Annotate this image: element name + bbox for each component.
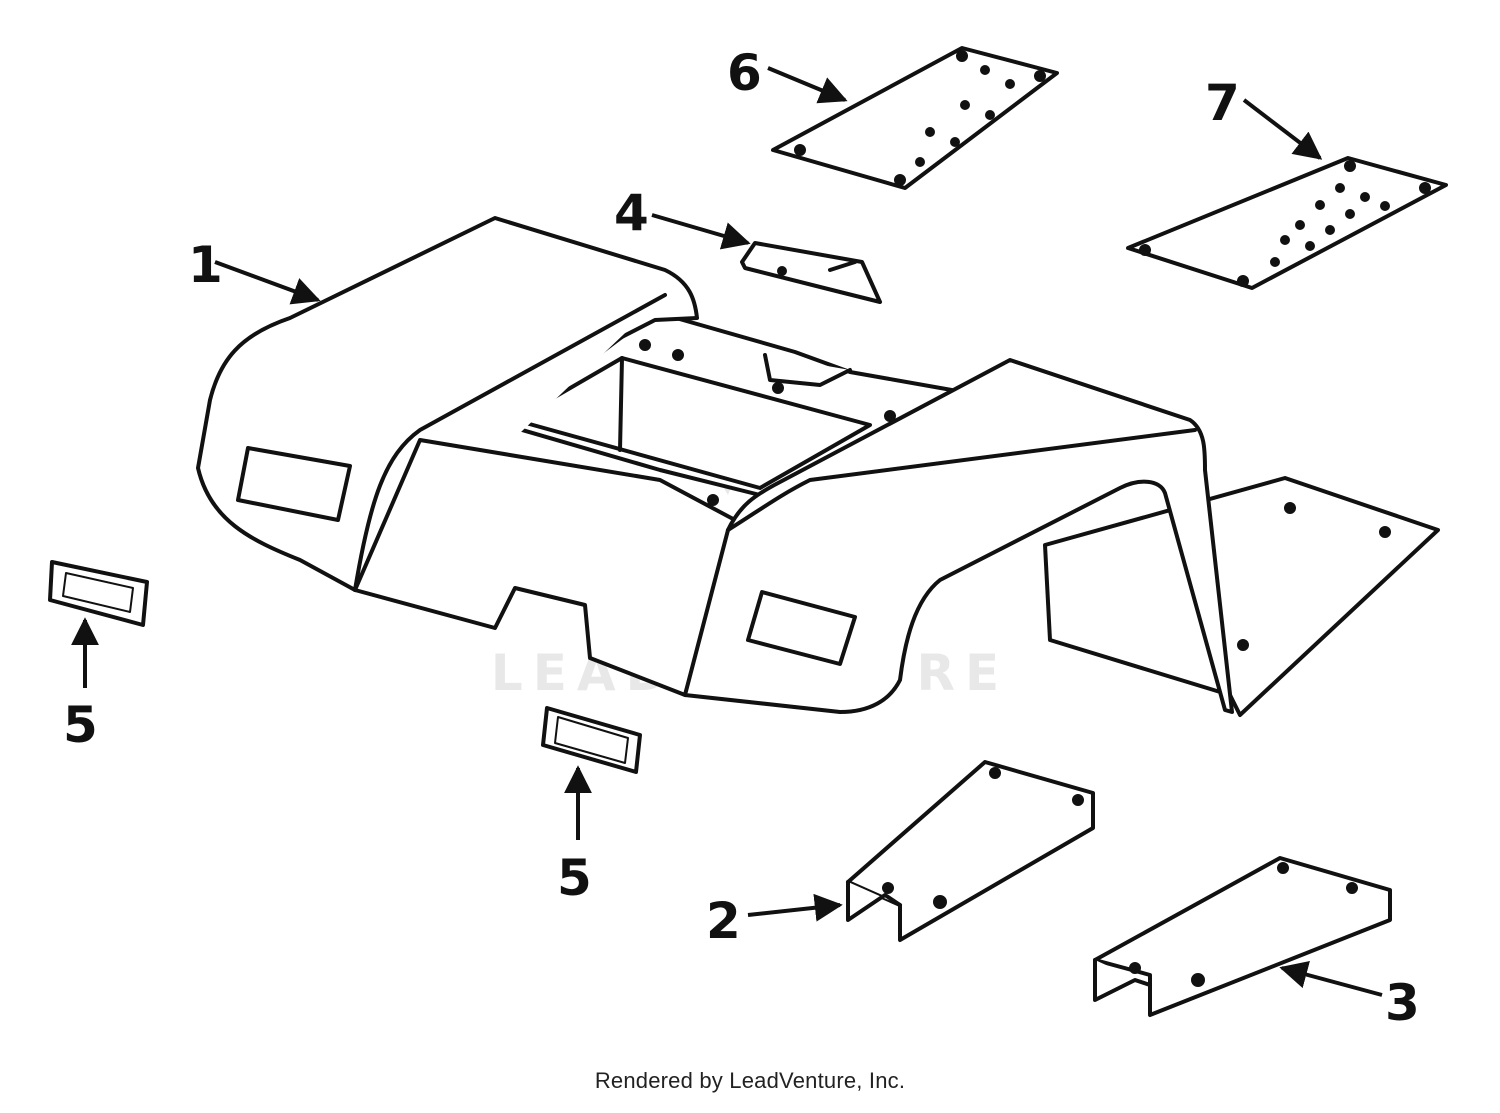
leader-7 — [1242, 98, 1323, 160]
part-1-fender-body — [196, 216, 1440, 717]
callout-6: 6 — [727, 44, 762, 102]
part-6-plate — [771, 46, 1059, 190]
callout-3: 3 — [1385, 974, 1420, 1032]
part-4-small-bracket — [740, 241, 882, 304]
callout-5a: 5 — [63, 696, 98, 754]
part-5-decal-left — [48, 560, 149, 627]
credit-footer: Rendered by LeadVenture, Inc. — [594, 1068, 906, 1093]
part-5-decal-center — [541, 706, 642, 774]
callout-7: 7 — [1205, 74, 1240, 132]
part-7-plate — [1126, 156, 1448, 290]
callout-5b: 5 — [557, 849, 592, 907]
part-2-bracket — [846, 760, 1095, 942]
callout-4: 4 — [614, 184, 649, 242]
callout-2: 2 — [706, 892, 741, 950]
leader-3 — [1279, 961, 1383, 997]
leader-6 — [767, 66, 848, 104]
leader-1 — [214, 260, 321, 305]
leader-2 — [747, 893, 843, 922]
leader-4 — [651, 213, 751, 250]
callout-1: 1 — [188, 236, 223, 294]
part-3-bracket — [1093, 856, 1392, 1017]
leader-lines — [71, 66, 1383, 997]
